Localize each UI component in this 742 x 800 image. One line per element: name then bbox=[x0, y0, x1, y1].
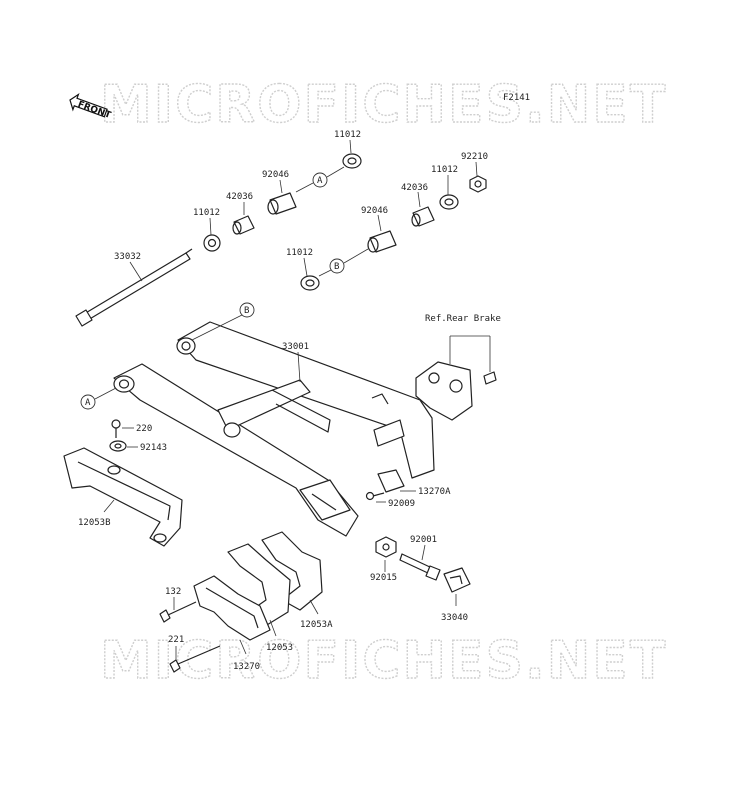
brake-bracket-icon bbox=[415, 361, 497, 421]
label-92046-mid: 92046 bbox=[361, 206, 388, 216]
label-13270A: 13270A bbox=[418, 487, 451, 497]
label-220: 220 bbox=[136, 424, 152, 434]
label-33032: 33032 bbox=[114, 252, 141, 262]
label-11012-top: 11012 bbox=[334, 130, 361, 140]
label-33040: 33040 bbox=[441, 613, 468, 623]
nut-92015-icon bbox=[375, 536, 397, 558]
label-92009: 92009 bbox=[388, 499, 415, 509]
pivot-shaft-33032-icon bbox=[75, 248, 193, 327]
watermark-bottom: MICROFICHES.NET bbox=[100, 631, 667, 691]
collar-11012-left-icon bbox=[203, 234, 221, 252]
label-11012-right: 11012 bbox=[431, 165, 458, 175]
washer-92143-icon bbox=[109, 440, 127, 452]
label-11012-mid: 11012 bbox=[286, 248, 313, 258]
callout-b-upper-text: B bbox=[334, 262, 339, 272]
guard-plate-13270-icon bbox=[193, 575, 271, 641]
label-33001: 33001 bbox=[282, 342, 309, 352]
label-92046-top: 92046 bbox=[262, 170, 289, 180]
bolt-92001-icon bbox=[399, 553, 441, 581]
collar-11012-right-icon bbox=[439, 194, 459, 210]
bolt-221-icon bbox=[169, 645, 221, 673]
collar-11012-mid-icon bbox=[300, 275, 320, 291]
label-132: 132 bbox=[165, 587, 181, 597]
plate-13270A-icon bbox=[377, 469, 405, 493]
label-92001: 92001 bbox=[410, 535, 437, 545]
bearing-92046-mid-icon bbox=[367, 230, 397, 253]
nut-92210-icon bbox=[469, 175, 487, 193]
adjuster-33040-icon bbox=[443, 567, 471, 593]
bearing-92046-top-icon bbox=[267, 192, 297, 215]
label-12053B: 12053B bbox=[78, 518, 111, 528]
bolt-132-icon bbox=[159, 601, 197, 623]
reference-note: Ref.Rear Brake bbox=[425, 314, 501, 324]
label-42036-right: 42036 bbox=[401, 183, 428, 193]
chain-slider-12053B-icon bbox=[63, 447, 183, 547]
swingarm-33001-icon bbox=[113, 321, 435, 537]
label-92143: 92143 bbox=[140, 443, 167, 453]
spacer-42036-right-icon bbox=[411, 206, 435, 227]
label-12053: 12053 bbox=[266, 643, 293, 653]
label-12053A: 12053A bbox=[300, 620, 333, 630]
callout-b-lower-text: B bbox=[244, 306, 249, 316]
label-92210: 92210 bbox=[461, 152, 488, 162]
figure-code: F2141 bbox=[503, 93, 530, 103]
label-11012-left: 11012 bbox=[193, 208, 220, 218]
watermark-top: MICROFICHES.NET bbox=[100, 75, 667, 135]
callout-b-lower bbox=[239, 302, 255, 318]
label-42036-left: 42036 bbox=[226, 192, 253, 202]
callout-a-lower bbox=[80, 394, 96, 410]
bolt-220-icon bbox=[111, 419, 121, 438]
label-92015: 92015 bbox=[370, 573, 397, 583]
callout-a-top bbox=[312, 172, 328, 188]
label-13270: 13270 bbox=[233, 662, 260, 672]
callout-b-upper bbox=[329, 258, 345, 274]
callout-a-top-text: A bbox=[317, 176, 323, 186]
spacer-42036-left-icon bbox=[232, 215, 255, 235]
label-221: 221 bbox=[168, 635, 184, 645]
collar-11012-top-icon bbox=[342, 153, 362, 169]
callout-a-lower-text: A bbox=[85, 398, 91, 408]
screw-92009-icon bbox=[365, 491, 385, 501]
